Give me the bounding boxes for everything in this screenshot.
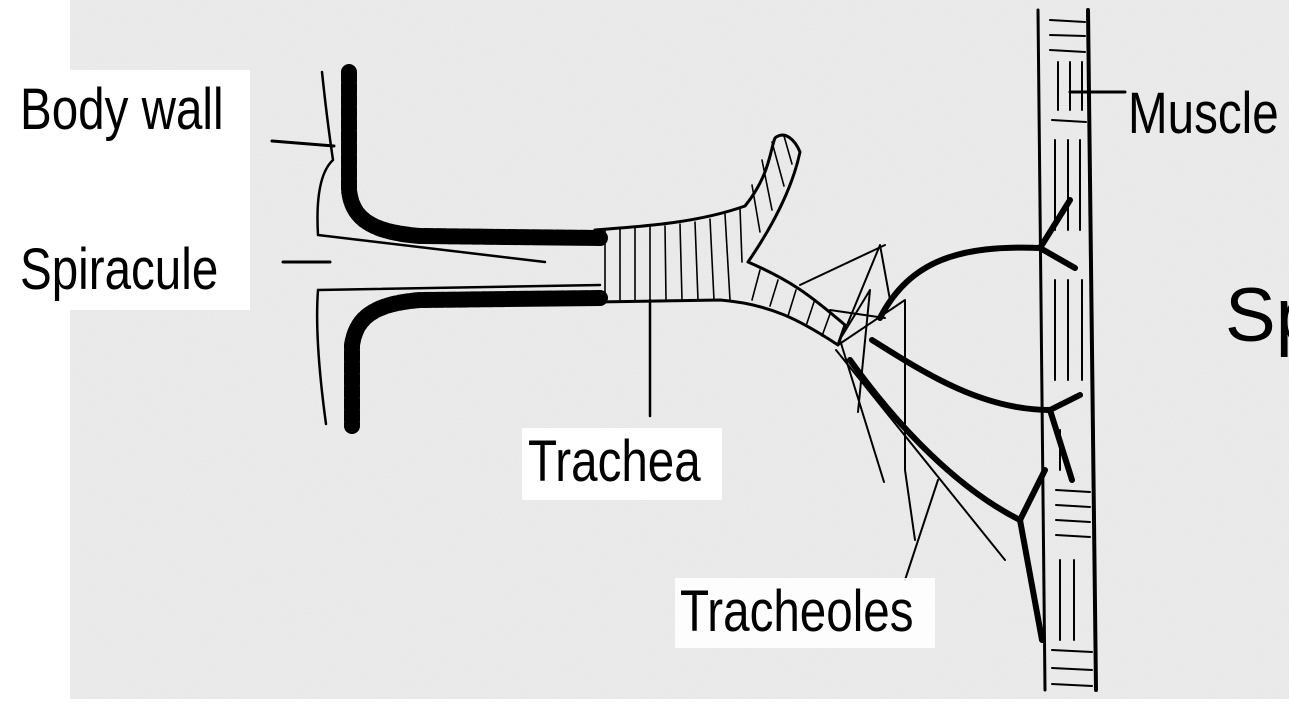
label-muscle: Muscle — [1128, 80, 1279, 147]
label-trachea: Trachea — [528, 428, 701, 495]
label-spiracule: Spiracule — [20, 236, 218, 303]
label-side-text: Sp — [1225, 272, 1289, 359]
label-body-wall: Body wall — [20, 76, 224, 143]
label-tracheoles: Tracheoles — [680, 578, 914, 645]
